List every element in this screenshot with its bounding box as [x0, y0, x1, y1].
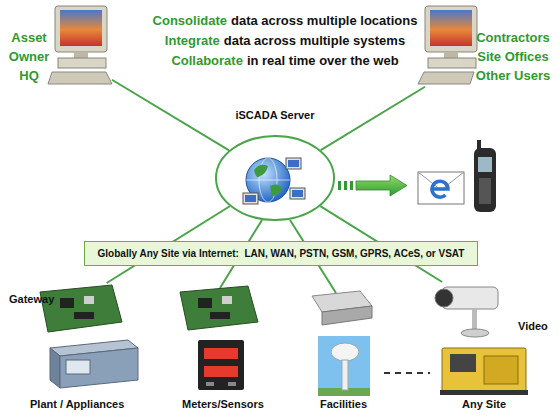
computer-base [428, 58, 476, 68]
sky-background [318, 336, 370, 396]
continuation-dashes [384, 372, 430, 374]
plant-front [60, 348, 138, 388]
keyboard [48, 72, 112, 84]
server-screen [288, 160, 299, 167]
email-e-symbol [432, 181, 448, 197]
tower-stem [342, 360, 348, 390]
envelope [418, 172, 464, 204]
globe-icon [246, 158, 290, 202]
video-label: Video [518, 320, 556, 333]
tagline-text: in real time over the web [247, 53, 399, 68]
computer-node: Asset Owner HQ [0, 0, 112, 92]
keyboard [418, 72, 474, 84]
tagline-text: data across multiple locations [231, 13, 417, 28]
tagline-text: Collaborate [171, 53, 243, 68]
gateway-board [40, 285, 122, 332]
plant-body [50, 348, 60, 388]
plant-panel [66, 360, 90, 374]
ellipse-outline [215, 135, 335, 221]
meter-button [206, 382, 214, 386]
site-caption: Meters/Sensors [182, 398, 264, 411]
modem-front [322, 306, 372, 325]
arrow-stripe [350, 181, 353, 190]
gateway-label: Gateway [9, 293, 69, 306]
camera-lens [435, 289, 453, 307]
tagline-row: Integrate data across multiple systems [10, 32, 559, 49]
tagline-row: Consolidate data across multiple location… [10, 12, 559, 29]
band-label: Globally Any Site via Internet: LAN, WAN… [85, 247, 477, 260]
board-chip [84, 296, 94, 304]
server-computer [290, 188, 305, 199]
server-ellipse-shape [216, 136, 334, 220]
tagline-text: Integrate [165, 33, 220, 48]
monitor-screen [60, 10, 102, 46]
tower-tank [331, 343, 359, 361]
globe-equator [246, 180, 290, 181]
monitor-screen [430, 10, 472, 46]
server-screen [245, 195, 256, 202]
generator-skid [440, 390, 528, 395]
monitor-stand [444, 52, 458, 58]
generator-body [442, 348, 526, 392]
server-computer [243, 193, 258, 204]
board-chip [74, 312, 94, 319]
server-screen [292, 190, 303, 197]
site-caption: Any Site [462, 398, 506, 411]
computer-node: Contractors Site Offices Other Users [425, 0, 559, 92]
camera-base [461, 329, 489, 337]
monitor-frame [425, 6, 477, 52]
gateway-node: Gateway [5, 283, 125, 335]
tagline-row: Collaborate in real time over the web [10, 52, 559, 69]
monitor-stand [74, 52, 88, 58]
generator-vent [484, 356, 518, 384]
site-caption: Plant / Appliances [30, 398, 124, 411]
network-band: Globally Any Site via Internet: LAN, WAN… [84, 241, 478, 266]
arrow-stripe [344, 181, 347, 190]
computer-base [58, 58, 106, 68]
site-label: Asset Owner HQ [0, 28, 58, 85]
arrow-stripe [338, 181, 341, 190]
notify-arrow [356, 175, 407, 196]
phone-screen [478, 157, 492, 172]
board-chip [60, 298, 74, 308]
meter-digits [204, 348, 238, 359]
board-chip [222, 296, 232, 304]
tagline-text: Consolidate [153, 13, 227, 28]
server-ellipse: iSCADA Server [215, 135, 335, 221]
network-link [321, 87, 425, 150]
board-chip [210, 312, 230, 319]
monitor-frame [55, 6, 107, 52]
meter-button [228, 382, 236, 386]
phone-body [474, 148, 496, 212]
globe-land [254, 165, 282, 196]
network-link [112, 80, 229, 151]
camera-mount [472, 309, 477, 331]
phone-keypad [479, 178, 491, 204]
board-chip [198, 298, 212, 308]
tagline-text: data across multiple systems [224, 33, 405, 48]
site-label: Contractors Site Offices Other Users [468, 28, 558, 85]
meter-body [198, 340, 244, 390]
site-caption: Facilities [320, 398, 367, 411]
video-node: Video [428, 282, 556, 344]
server-label: iSCADA Server [195, 109, 355, 122]
meter-digits [204, 366, 238, 377]
server-computer [286, 158, 301, 169]
generator-panel [450, 354, 476, 372]
gateway-board [180, 286, 258, 330]
